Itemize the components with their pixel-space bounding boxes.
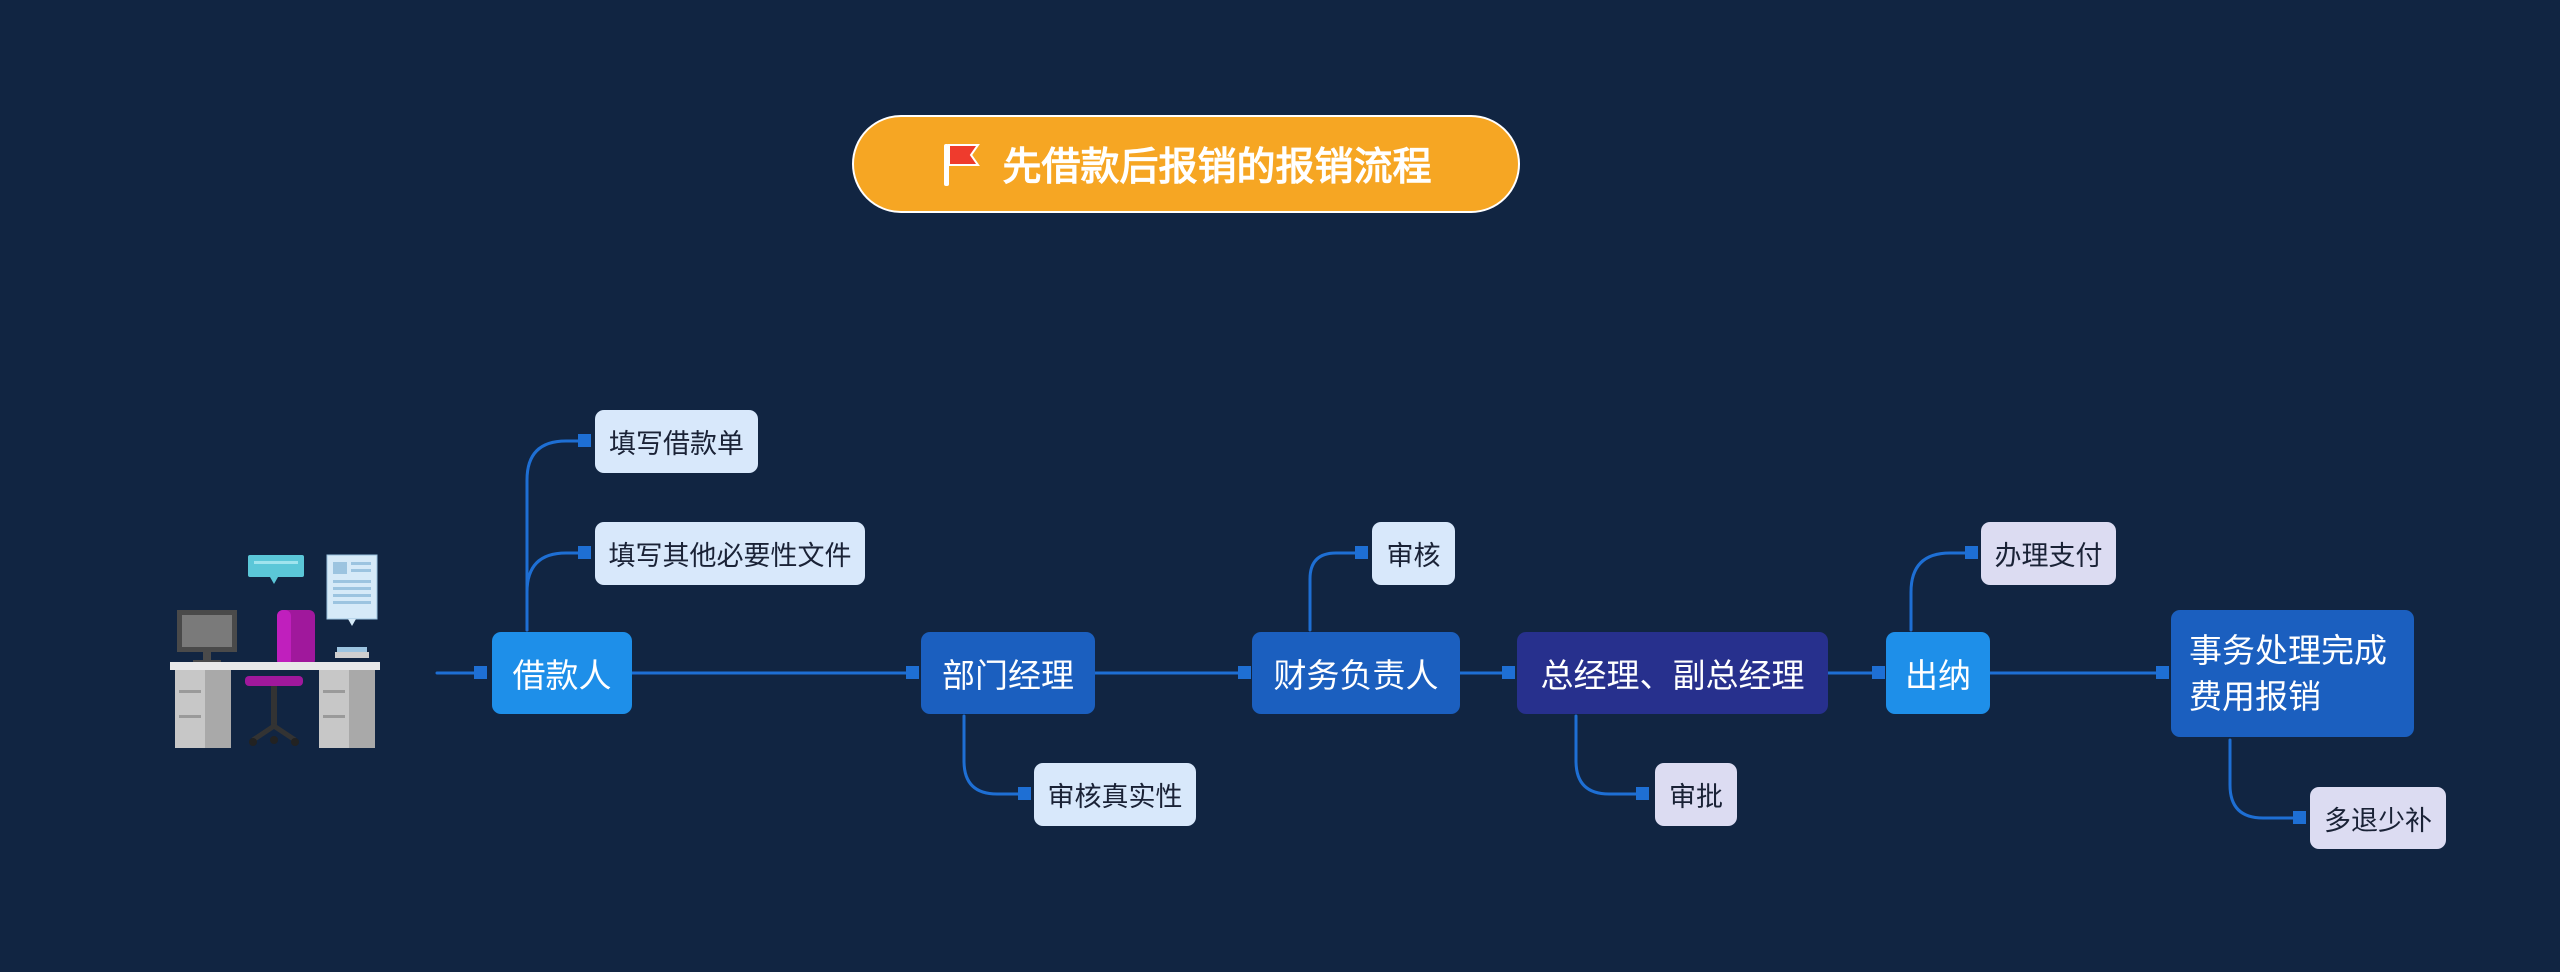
connector-anchor [578,434,591,447]
detail-fill-other-documents[interactable]: 填写其他必要性文件 [595,522,865,585]
detail-approve[interactable]: 审批 [1655,763,1737,826]
step-general-manager[interactable]: 总经理、副总经理 [1517,632,1828,714]
flag-icon [940,140,984,188]
connector-anchor [1872,666,1885,679]
connector-anchor [1965,546,1978,559]
connector-anchor [1502,666,1515,679]
detail-refund-or-topup[interactable]: 多退少补 [2310,787,2446,849]
connector-anchor [906,666,919,679]
connector-anchor [2156,666,2169,679]
detail-fill-loan-form[interactable]: 填写借款单 [595,410,758,473]
connector-step6-detail1 [2228,738,2302,820]
connector-anchor [578,546,591,559]
connector-anchor [1636,787,1649,800]
page-title: 先借款后报销的报销流程 [1002,145,1432,190]
connector-step3-detail1 [1308,551,1364,632]
detail-review[interactable]: 审核 [1372,522,1455,585]
connector-step5-detail1 [1909,551,1974,632]
connector-step4-detail1 [1574,714,1645,796]
step-department-manager[interactable]: 部门经理 [921,632,1095,714]
office-desk-icon [165,550,385,754]
connector-anchor [474,666,487,679]
connector-step1-detail2 [525,551,587,632]
connector-anchor [1018,787,1031,800]
step-reimbursement-complete-label: 事务处理完成费用报销 [2189,630,2387,716]
detail-make-payment[interactable]: 办理支付 [1981,522,2116,585]
connector-anchor [1355,546,1368,559]
connector-step1-detail1 [525,439,587,632]
step-finance-head[interactable]: 财务负责人 [1252,632,1460,714]
connector-anchor [2293,811,2306,824]
detail-verify-authenticity[interactable]: 审核真实性 [1034,763,1196,826]
step-cashier[interactable]: 出纳 [1886,632,1990,714]
step-reimbursement-complete[interactable]: 事务处理完成费用报销 [2171,610,2414,737]
title-banner[interactable]: 先借款后报销的报销流程 [852,115,1520,213]
connector-step2-detail1 [962,714,1027,796]
connector-anchor [1238,666,1251,679]
step-borrower[interactable]: 借款人 [492,632,632,714]
